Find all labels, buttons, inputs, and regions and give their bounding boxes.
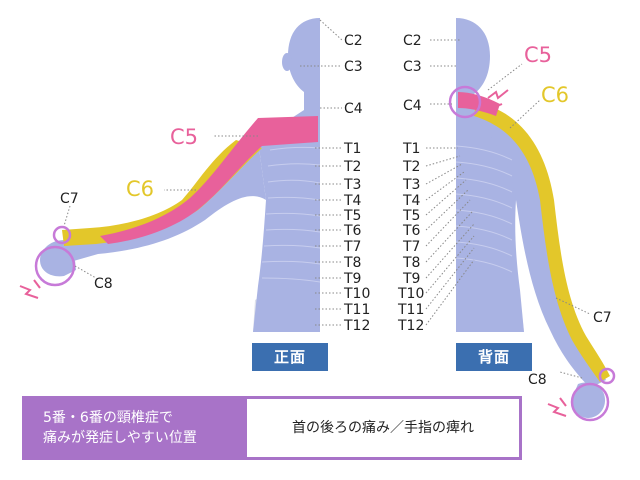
front-c8-pain-circle: [34, 245, 76, 287]
back-level-label: T11: [397, 302, 424, 318]
back-hand: [571, 382, 606, 418]
back-level-label: C3: [403, 59, 422, 75]
front-level-label: T7: [343, 239, 361, 255]
back-pain-spark-icon: [487, 89, 567, 417]
front-c5-label: C5: [170, 125, 198, 149]
back-rib-lines: [455, 145, 513, 273]
back-level-labels: C2 C3 C4 T1 T2 T3 T4 T5 T6 T7 T8 T9 T10 …: [397, 33, 424, 334]
back-level-label: T4: [402, 193, 421, 209]
back-level-label: T8: [402, 255, 420, 271]
back-leader-lines: [425, 39, 591, 379]
back-level-label: T10: [397, 286, 424, 302]
legend-title-line2: 痛みが発症しやすい位置: [43, 430, 197, 446]
back-body: C2 C3 C4 T1 T2 T3 T4 T5 T6 T7 T8 T9 T10 …: [397, 18, 616, 422]
back-level-label: T3: [402, 177, 420, 193]
front-head: [288, 18, 320, 118]
front-c6-band: [62, 140, 262, 246]
front-level-label: T10: [343, 286, 370, 302]
back-level-label: T2: [402, 159, 420, 175]
front-view-label: 正面: [252, 343, 328, 371]
front-level-label: T1: [343, 141, 361, 157]
front-level-label: T6: [343, 223, 362, 239]
back-c7-label: C7: [593, 310, 612, 326]
front-rib-lines: [261, 146, 321, 283]
front-level-label: T12: [343, 318, 370, 334]
front-c5-band: [100, 116, 318, 244]
front-level-label: T11: [343, 302, 370, 318]
back-level-label: C2: [403, 33, 422, 49]
front-level-label: T4: [343, 193, 362, 209]
back-c8-pain-circle: [570, 382, 610, 422]
front-c8-label: C8: [94, 276, 113, 292]
back-c7-pain-circle: [598, 367, 616, 385]
front-c7-label: C7: [60, 191, 79, 207]
front-pain-spark-icon: [19, 279, 41, 299]
back-c5-label: C5: [524, 43, 552, 67]
front-level-label: T5: [343, 208, 361, 224]
legend-description: 首の後ろの痛み／手指の痺れ: [292, 420, 474, 436]
front-level-label: C3: [344, 59, 363, 75]
front-level-label: C4: [344, 101, 363, 117]
front-ear: [282, 53, 292, 71]
back-level-label: T6: [402, 223, 421, 239]
front-c6-label: C6: [126, 177, 154, 201]
front-level-label: T3: [343, 177, 361, 193]
back-level-label: C4: [403, 98, 422, 114]
front-level-label: C2: [344, 33, 363, 49]
back-arm: [470, 100, 606, 388]
front-level-label: T9: [343, 271, 361, 287]
front-level-label: T8: [343, 255, 361, 271]
front-level-labels: C2 C3 C4 T1 T2 T3 T4 T5 T6 T7 T8 T9 T10 …: [343, 33, 370, 334]
back-c8-label: C8: [528, 372, 547, 388]
back-level-label: T5: [402, 208, 420, 224]
back-c5-pain-circle: [448, 85, 482, 119]
back-level-label: T9: [402, 271, 420, 287]
back-c6-label: C6: [541, 83, 569, 107]
back-c6-band: [474, 102, 610, 382]
legend-title: 5番・6番の頸椎症で 痛みが発症しやすい位置: [25, 399, 247, 457]
front-body: C2 C3 C4 T1 T2 T3 T4 T5 T6 T7 T8 T9 T10 …: [19, 18, 370, 334]
back-head: [456, 18, 490, 116]
back-level-label: T12: [397, 318, 424, 334]
front-c7-pain-circle: [52, 225, 72, 245]
legend-title-line1: 5番・6番の頸椎症で: [43, 410, 173, 426]
front-level-label: T2: [343, 159, 361, 175]
legend-box: 5番・6番の頸椎症で 痛みが発症しやすい位置 首の後ろの痛み／手指の痺れ: [22, 396, 522, 460]
back-level-label: T1: [402, 141, 420, 157]
back-level-label: T7: [402, 239, 420, 255]
front-leader-lines: [63, 19, 343, 326]
back-view-label: 背面: [456, 343, 532, 371]
